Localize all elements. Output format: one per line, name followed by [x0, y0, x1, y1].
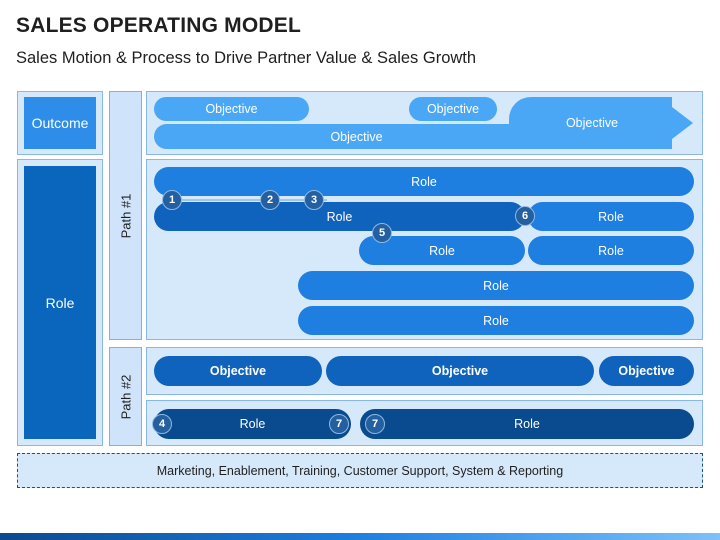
path1-role-row2-right: Role: [528, 202, 694, 231]
outcome-box: Outcome: [24, 97, 96, 149]
step-badge: 1: [162, 190, 182, 210]
path2-objective-1: Objective: [154, 356, 322, 386]
step-badge: 6: [515, 206, 535, 226]
path2-label-panel: Path #2: [109, 347, 142, 446]
path1-role-row4: Role: [298, 271, 694, 300]
page-title: SALES OPERATING MODEL: [16, 14, 301, 37]
bottom-accent-bar: [0, 533, 720, 540]
path1-role-row1: Role: [154, 167, 694, 196]
path2-role-right: Role: [360, 409, 694, 439]
objective-wide: Objective: [154, 124, 559, 149]
path2-objective-3: Objective: [599, 356, 694, 386]
path1-role-row5: Role: [298, 306, 694, 335]
support-functions-bar: Marketing, Enablement, Training, Custome…: [17, 453, 703, 488]
path1-role-row2-left: Role: [154, 202, 525, 231]
path2-objectives-panel: Objective Objective Objective: [146, 347, 703, 395]
step-badge: 7: [329, 414, 349, 434]
role-panel: Role: [17, 159, 103, 446]
step-badge: 3: [304, 190, 324, 210]
path1-role-row3-right: Role: [528, 236, 694, 265]
path1-label-panel: Path #1: [109, 91, 142, 340]
path2-objective-2: Objective: [326, 356, 594, 386]
step-badge: 4: [152, 414, 172, 434]
role-label: Role: [45, 294, 75, 311]
role-box: Role: [24, 166, 96, 439]
support-functions-label: Marketing, Enablement, Training, Custome…: [156, 463, 564, 478]
path1-connector: [172, 199, 327, 201]
outcome-label: Outcome: [31, 115, 89, 131]
outcome-panel: Outcome: [17, 91, 103, 155]
objective-arrow-shape: [509, 97, 693, 149]
path1-label: Path #1: [118, 193, 133, 238]
objective-arrow: Objective: [565, 116, 619, 130]
outcome-row-panel: Objective Objective Objective Objective: [146, 91, 703, 155]
objective-top-mid: Objective: [409, 97, 497, 121]
step-badge: 7: [365, 414, 385, 434]
step-badge: 2: [260, 190, 280, 210]
path1-panel: Role Role Role Role Role Role Role 1 2 3…: [146, 159, 703, 340]
path2-roles-panel: Role Role 4 7 7: [146, 400, 703, 446]
page-subtitle: Sales Motion & Process to Drive Partner …: [16, 49, 477, 67]
step-badge: 5: [372, 223, 392, 243]
path2-role-left: Role: [154, 409, 351, 439]
objective-top-left: Objective: [154, 97, 309, 121]
path2-label: Path #2: [118, 374, 133, 419]
